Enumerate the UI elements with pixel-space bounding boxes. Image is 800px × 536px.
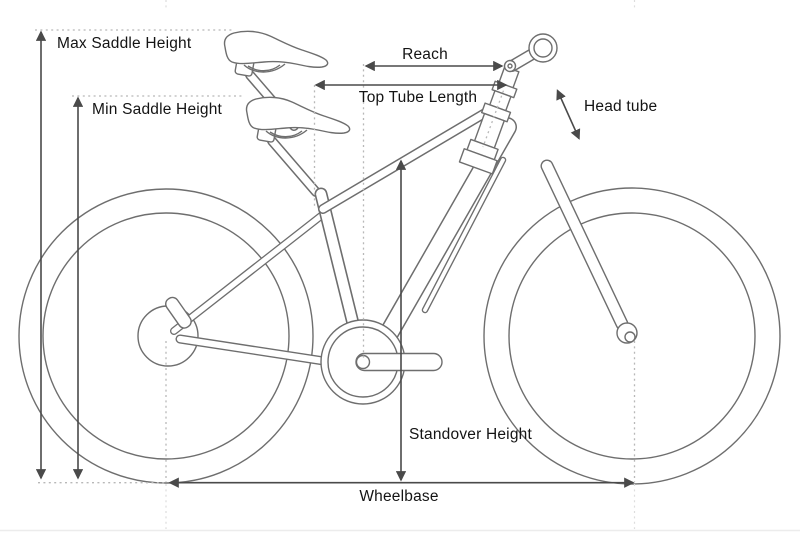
rear-tire	[18, 188, 314, 484]
dimension-top-tube-length: Top Tube Length	[314, 79, 508, 106]
front-rim	[508, 212, 756, 460]
handlebar-grip	[528, 33, 558, 63]
steerer-top-cap	[503, 59, 517, 73]
bottom-bracket-axle	[355, 354, 371, 370]
crankset	[320, 319, 443, 405]
dimension-min-saddle-height: Min Saddle Height	[72, 96, 223, 480]
label-min-saddle-height: Min Saddle Height	[92, 101, 223, 118]
rear-triangle	[164, 212, 368, 372]
rear-brake-caliper	[164, 296, 192, 329]
dimension-wheelbase: Wheelbase	[168, 477, 635, 505]
label-max-saddle-height: Max Saddle Height	[57, 35, 192, 52]
dimension-standover-height: Standover Height	[395, 159, 532, 482]
cockpit	[503, 33, 558, 73]
label-standover-height: Standover Height	[409, 426, 532, 443]
steerer-hidden-line	[482, 90, 505, 148]
head-tube-arrow	[556, 89, 581, 140]
front-hub-axle	[624, 331, 636, 343]
label-top-tube-length: Top Tube Length	[359, 89, 478, 106]
fork	[540, 159, 638, 344]
label-wheelbase: Wheelbase	[359, 488, 438, 505]
label-head-tube: Head tube	[584, 98, 657, 115]
dimension-head-tube: Head tube	[556, 89, 657, 140]
label-reach: Reach	[402, 46, 448, 63]
saddle-min	[246, 97, 349, 192]
dimension-reach: Reach	[364, 46, 504, 72]
dimension-max-saddle-height: Max Saddle Height	[35, 30, 192, 480]
